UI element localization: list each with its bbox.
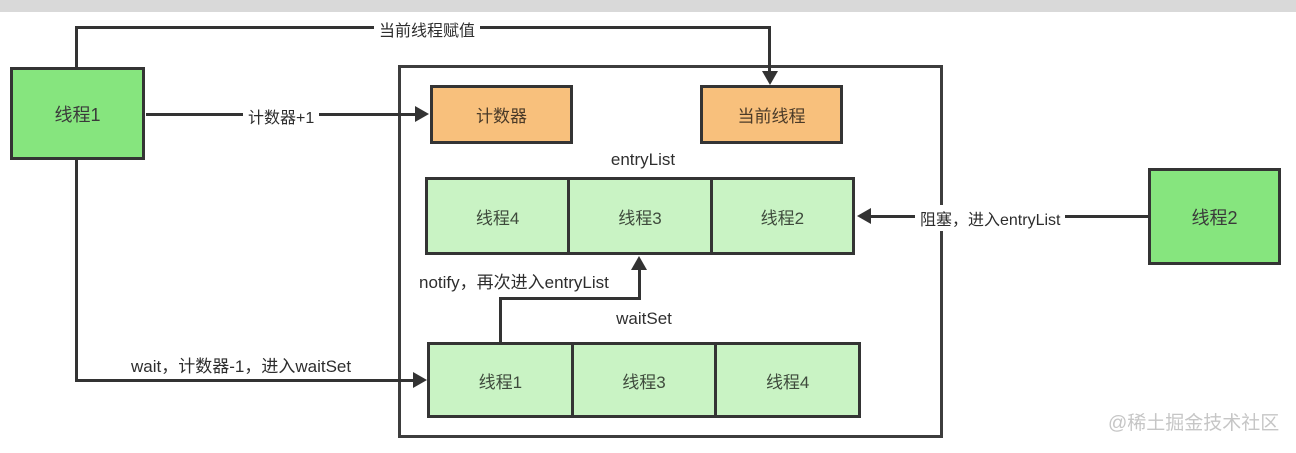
node-thread1-label: 线程1 [54, 104, 101, 125]
edge-assign-line-v-left [75, 26, 78, 67]
entrylist-cell-2: 线程2 [709, 180, 852, 252]
node-counter: 计数器 [430, 85, 573, 144]
edge-wait-line-v [75, 160, 78, 382]
edge-assign-arrowhead-icon [762, 71, 778, 85]
entrylist-title: entryList [610, 150, 676, 169]
edge-assign-line-v-right [768, 26, 771, 73]
edge-assign-label: 当前线程赋值 [374, 16, 481, 42]
node-counter-label: 计数器 [476, 107, 527, 126]
entrylist-cell-0: 线程4 [428, 180, 568, 252]
watermark-text: @稀土掘金技术社区 [1108, 413, 1280, 434]
page-top-bar [0, 0, 1296, 12]
waitset-row: 线程1 线程3 线程4 [427, 342, 861, 418]
waitset-cell-1: 线程3 [570, 345, 715, 415]
edge-notify-label: notify，再次进入entryList [419, 273, 609, 292]
waitset-cell-2: 线程4 [714, 345, 859, 415]
entrylist-cell-1: 线程3 [567, 180, 710, 252]
waitset-title: waitSet [616, 309, 672, 328]
monitor-container-box [398, 65, 943, 438]
edge-wait-label: wait，计数器-1，进入waitSet [131, 357, 352, 376]
edge-counter-label: 计数器+1 [243, 103, 320, 129]
edge-counter-arrowhead-icon [415, 106, 429, 122]
edge-block-label: 阻塞，进入entryList [915, 205, 1066, 231]
edge-notify-line-h [499, 297, 641, 300]
node-thread2-label: 线程2 [1191, 207, 1238, 228]
node-current-thread-label: 当前线程 [737, 107, 806, 126]
node-thread1: 线程1 [10, 67, 145, 160]
entrylist-row: 线程4 线程3 线程2 [425, 177, 855, 255]
edge-notify-line-v-right [638, 269, 641, 300]
waitset-cell-0: 线程1 [430, 345, 571, 415]
node-thread2: 线程2 [1148, 168, 1281, 265]
edge-notify-line-v-left [499, 297, 502, 343]
edge-notify-arrowhead-icon [631, 256, 647, 270]
node-current-thread: 当前线程 [700, 85, 843, 144]
edge-wait-arrowhead-icon [413, 372, 427, 388]
edge-wait-line-h [75, 379, 415, 382]
edge-block-arrowhead-icon [857, 208, 871, 224]
